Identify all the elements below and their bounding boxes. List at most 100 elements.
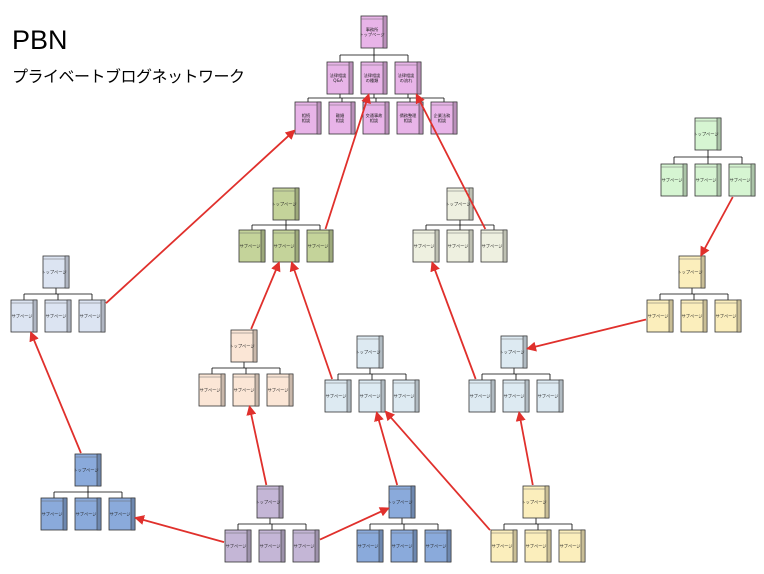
paleblue-mid-top-page: トップページ: [355, 335, 384, 369]
page-label: サブページ: [560, 542, 581, 549]
link-arrow: [700, 196, 734, 257]
page-box: [680, 299, 708, 333]
page-spine: [502, 229, 508, 263]
page-spine: [750, 163, 756, 197]
page-label: サブページ: [358, 542, 379, 549]
page-spine: [512, 529, 518, 563]
page-label: トップページ: [499, 349, 524, 355]
page-box: [74, 453, 102, 487]
page-spine: [716, 117, 722, 151]
page-label: トップページ: [255, 499, 280, 505]
page-label: トップページ: [41, 269, 66, 275]
cream-sub-page: サブページ: [446, 229, 474, 263]
yellow-right-sub-page: サブページ: [646, 299, 674, 333]
page-spine: [278, 485, 284, 519]
page-spine: [96, 497, 102, 531]
lavender-sub-page: サブページ: [292, 529, 320, 563]
page-label: サブページ: [42, 510, 63, 517]
page-spine: [314, 529, 320, 563]
page-box: [536, 379, 564, 413]
link-arrow: [515, 411, 534, 486]
blue-left-sub-page: サブページ: [40, 497, 68, 531]
page-label: トップページ: [359, 32, 384, 38]
page-spine: [434, 229, 440, 263]
page-label: サブページ: [226, 542, 247, 549]
page-box: [694, 163, 722, 197]
page-label: 法律相談: [364, 72, 382, 79]
lavender-sub-page: サブページ: [224, 529, 252, 563]
page-spine: [524, 379, 530, 413]
page-box: [10, 299, 38, 333]
page-label: サブページ: [392, 542, 413, 549]
page-spine: [378, 335, 384, 369]
paleblue-right-sub-page: サブページ: [468, 379, 496, 413]
page-box: [558, 529, 586, 563]
page-box: [522, 485, 550, 519]
page-spine: [130, 497, 136, 531]
page-label: トップページ: [271, 201, 296, 207]
page-box: [446, 229, 474, 263]
page-spine: [384, 101, 390, 135]
link-arrow: [415, 93, 487, 230]
lightgreen-sub-page: サブページ: [728, 163, 756, 197]
diagram-title: PBN: [12, 25, 68, 55]
page-spine: [382, 61, 388, 95]
peach-sub-page: サブページ: [232, 373, 260, 407]
page-spine: [416, 61, 422, 95]
page-label: トップページ: [521, 499, 546, 505]
link-arrow: [324, 93, 371, 230]
page-spine: [280, 529, 286, 563]
page-box: [480, 229, 508, 263]
page-label: サブページ: [470, 392, 491, 399]
link-arrow: [134, 515, 225, 544]
page-label: の種類: [366, 77, 379, 84]
page-label: サブページ: [76, 510, 97, 517]
page-label: サブページ: [234, 386, 255, 393]
page-spine: [220, 373, 226, 407]
peach-sub-page: サブページ: [198, 373, 226, 407]
page-box: [360, 61, 388, 95]
tree-connectors: [23, 48, 743, 530]
page-label: サブページ: [274, 242, 295, 249]
page-label: トップページ: [229, 343, 254, 349]
page-label: 相談: [370, 117, 379, 124]
page-box: [490, 529, 518, 563]
page-box: [360, 15, 388, 49]
page-spine: [380, 379, 386, 413]
page-label: 法律相談: [330, 72, 348, 79]
page-label: 事務所: [366, 26, 379, 33]
page-label: サブページ: [294, 542, 315, 549]
page-spine: [682, 163, 688, 197]
page-spine: [546, 529, 552, 563]
page-box: [392, 379, 420, 413]
page-label: サブページ: [696, 176, 717, 183]
page-box: [678, 255, 706, 289]
page-box: [74, 497, 102, 531]
lightgreen-top-page: トップページ: [693, 117, 722, 151]
page-label: サブページ: [538, 392, 559, 399]
page-label: トップページ: [677, 269, 702, 275]
page-spine: [66, 299, 72, 333]
link-arrow: [105, 129, 296, 304]
page-label: 相続: [302, 112, 311, 119]
page-spine: [452, 101, 458, 135]
page-box: [468, 379, 496, 413]
page-label: サブページ: [394, 392, 415, 399]
page-spine: [414, 379, 420, 413]
page-spine: [446, 529, 452, 563]
link-arrow: [384, 410, 491, 531]
link-arrow: [246, 405, 268, 486]
lightgreen-sub-page: サブページ: [660, 163, 688, 197]
link-arrow: [374, 411, 399, 486]
page-spine: [328, 229, 334, 263]
page-spine: [736, 299, 742, 333]
page-spine: [350, 101, 356, 135]
page-label: サブページ: [504, 392, 525, 399]
page-spine: [346, 379, 352, 413]
page-label: サブページ: [12, 312, 33, 319]
page-label: 相談: [336, 117, 345, 124]
